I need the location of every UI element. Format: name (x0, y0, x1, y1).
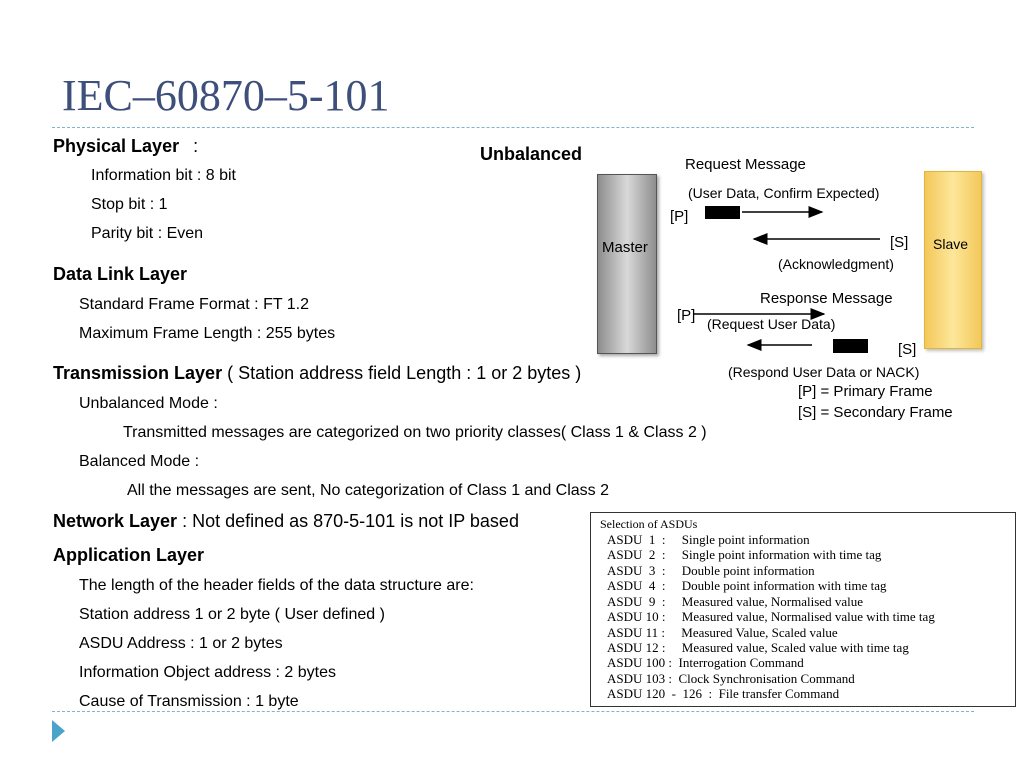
network-layer-heading: Network Layer : Not defined as 870-5-101… (53, 511, 519, 531)
asdu-item: ASDU 10 : Measured value, Normalised val… (607, 609, 935, 624)
physical-layer-colon: : (193, 136, 199, 156)
frame-block (833, 339, 868, 353)
balanced-mode-label: Balanced Mode : (79, 453, 200, 470)
slide-title: IEC–60870–5-101 (62, 71, 390, 120)
asdu-item: ASDU 100 : Interrogation Command (607, 655, 804, 670)
primary-tag: [P] (670, 208, 689, 225)
transmission-layer-heading: Transmission Layer ( Station address fie… (53, 363, 582, 383)
secondary-tag: [S] (890, 234, 909, 251)
application-item: ASDU Address : 1 or 2 bytes (79, 635, 283, 652)
application-item: Station address 1 or 2 byte ( User defin… (79, 606, 385, 623)
physical-layer-heading: Physical Layer: (53, 136, 199, 156)
response-message-label: Response Message (760, 290, 893, 307)
bottom-divider (52, 711, 974, 712)
diagram-heading: Unbalanced (480, 144, 583, 164)
asdu-title: Selection of ASDUs (600, 517, 698, 531)
application-item: The length of the header fields of the d… (79, 577, 474, 594)
balanced-mode-desc: All the messages are sent, No categoriza… (127, 482, 610, 499)
asdu-selection-box: Selection of ASDUs ASDU 1 : Single point… (590, 512, 1016, 707)
physical-item: Stop bit : 1 (91, 196, 168, 213)
secondary-tag: [S] (898, 341, 917, 358)
slave-node: Slave (924, 171, 982, 349)
acknowledgment-label: (Acknowledgment) (778, 256, 894, 272)
respond-label: (Respond User Data or NACK) (728, 364, 920, 380)
request-message-label: Request Message (685, 156, 806, 173)
application-item: Information Object address : 2 bytes (79, 664, 337, 681)
application-item: Cause of Transmission : 1 byte (79, 693, 299, 710)
primary-tag: [P] (677, 307, 696, 324)
asdu-item: ASDU 120 - 126 : File transfer Command (607, 686, 840, 701)
datalink-item: Standard Frame Format : FT 1.2 (79, 296, 310, 313)
physical-item: Information bit : 8 bit (91, 167, 236, 184)
legend-secondary: [S] = Secondary Frame (798, 404, 953, 421)
asdu-item: ASDU 11 : Measured Value, Scaled value (607, 625, 838, 640)
application-layer-heading: Application Layer (53, 545, 205, 565)
asdu-item: ASDU 1 : Single point information (607, 532, 810, 547)
master-label: Master (602, 239, 648, 256)
asdu-item: ASDU 3 : Double point information (607, 563, 815, 578)
frame-block (705, 206, 740, 219)
asdu-item: ASDU 2 : Single point information with t… (607, 547, 882, 562)
legend-primary: [P] = Primary Frame (798, 383, 933, 400)
asdu-item: ASDU 9 : Measured value, Normalised valu… (607, 594, 863, 609)
physical-item: Parity bit : Even (91, 225, 204, 242)
asdu-item: ASDU 4 : Double point information with t… (607, 578, 887, 593)
unbalanced-mode-label: Unbalanced Mode : (79, 395, 218, 412)
asdu-item: ASDU 12 : Measured value, Scaled value w… (607, 640, 909, 655)
top-divider (52, 127, 974, 128)
unbalanced-mode-desc: Transmitted messages are categorized on … (123, 424, 707, 441)
request-user-data-label: (Request User Data) (707, 316, 836, 332)
transmission-layer-suffix: ( Station address field Length : 1 or 2 … (222, 363, 582, 383)
network-layer-suffix: : Not defined as 870-5-101 is not IP bas… (177, 511, 519, 531)
datalink-item: Maximum Frame Length : 255 bytes (79, 325, 336, 342)
asdu-item: ASDU 103 : Clock Synchronisation Command (607, 671, 855, 686)
user-data-label: (User Data, Confirm Expected) (688, 185, 880, 201)
slave-label: Slave (933, 236, 969, 252)
play-arrow-icon (52, 720, 65, 742)
datalink-layer-heading: Data Link Layer (53, 264, 188, 284)
master-node: Master (597, 174, 657, 354)
